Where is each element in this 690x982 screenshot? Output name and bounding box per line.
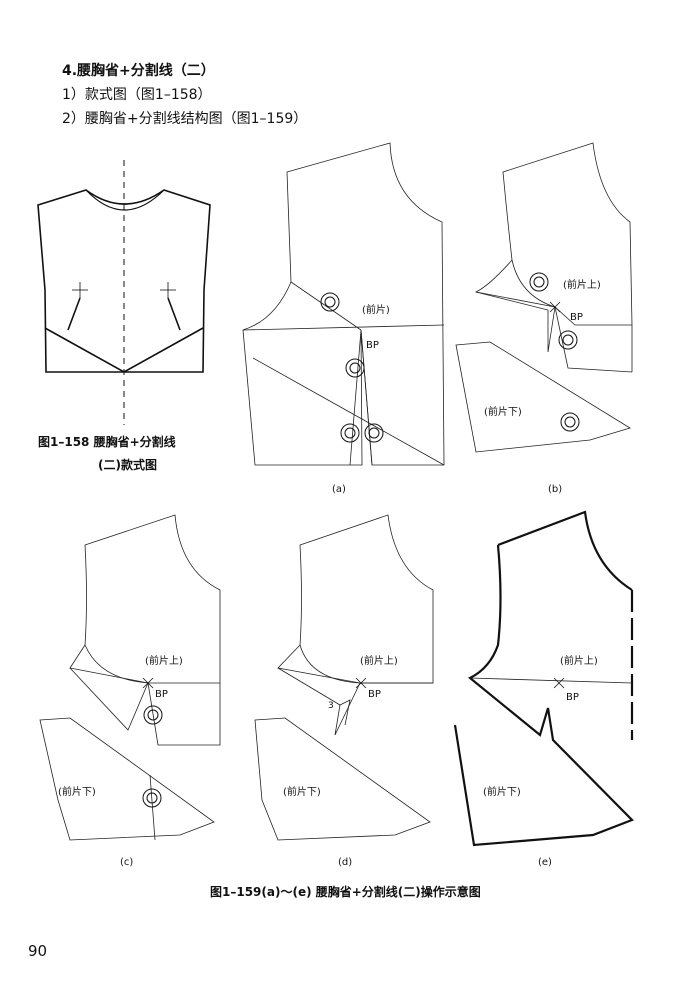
panel-d-lower-label: (前片下) <box>283 785 321 798</box>
fig158-caption-line1: 图1–158 腰胸省+分割线 <box>38 435 176 449</box>
panel-b-lower-label: (前片下) <box>484 405 522 418</box>
fig158-caption-line2: (二)款式图 <box>98 458 157 472</box>
panel-c-bp: BP <box>155 689 168 700</box>
panel-c-tag: (c) <box>120 857 133 868</box>
fig159-caption: 图1–159(a)～(e) 腰胸省+分割线(二)操作示意图 <box>210 885 481 899</box>
panel-e-lower-label: (前片下) <box>483 785 521 798</box>
panel-b-bp: BP <box>570 312 583 323</box>
panel-b-upper-label: (前片上) <box>563 278 601 291</box>
panel-e-bp: BP <box>566 692 579 703</box>
panel-a-tag: (a) <box>332 484 346 495</box>
panel-d-upper-label: (前片上) <box>360 654 398 667</box>
panel-d-tag: (d) <box>338 857 352 868</box>
item-style-drawing: 1）款式图（图1–158） <box>62 87 212 103</box>
panel-a-bp: BP <box>366 340 379 351</box>
panel-e-upper-label: (前片上) <box>560 654 598 667</box>
panel-b-tag: (b) <box>548 484 562 495</box>
panel-c-upper-label: (前片上) <box>145 654 183 667</box>
panel-d-bp: BP <box>368 689 381 700</box>
item-structure-drawing: 2）腰胸省+分割线结构图（图1–159） <box>62 111 308 127</box>
panel-d-mark: 3 <box>328 701 334 711</box>
panel-e-tag: (e) <box>538 857 552 868</box>
section-heading: 4.腰胸省+分割线（二） <box>62 63 215 79</box>
panel-a-front-label: (前片) <box>362 303 390 316</box>
panel-c-lower-label: (前片下) <box>58 785 96 798</box>
page-number: 90 <box>28 942 48 960</box>
